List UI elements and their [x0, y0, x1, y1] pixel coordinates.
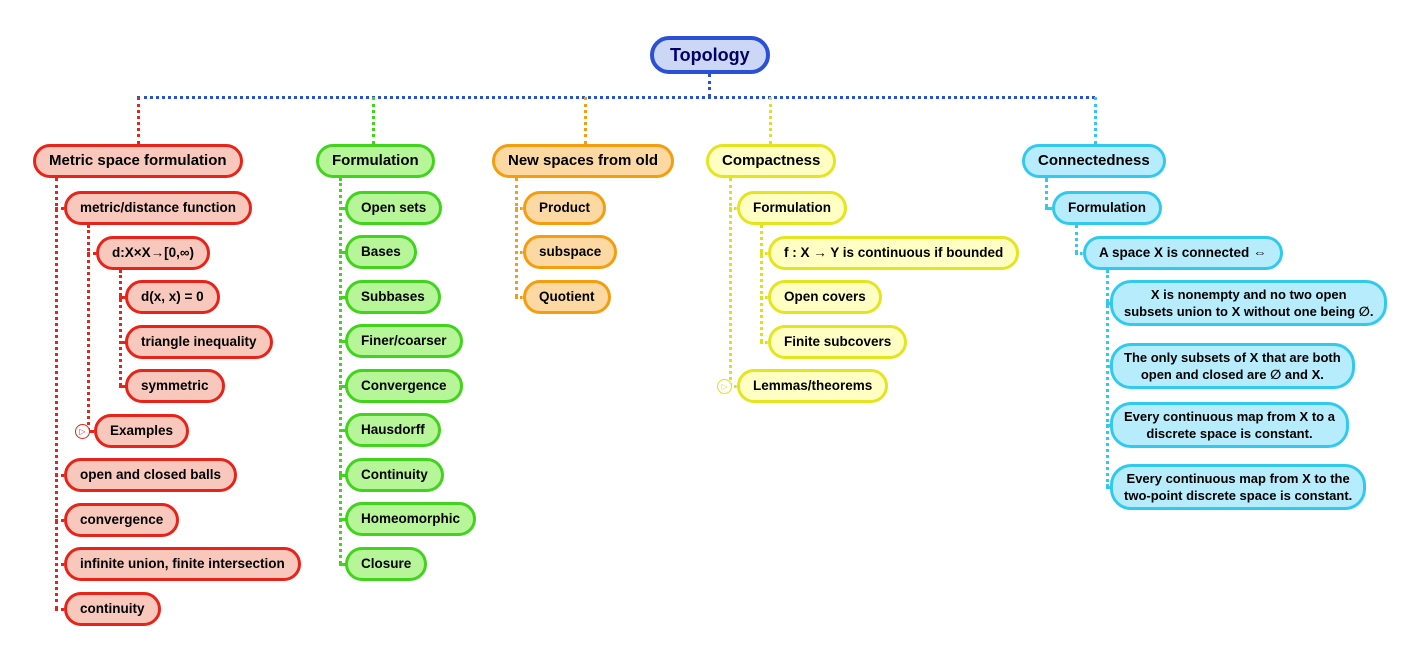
connector [55, 563, 64, 566]
node-convergence[interactable]: Convergence [345, 369, 463, 403]
node-subbases[interactable]: Subbases [345, 280, 441, 314]
node-only-clopen-subsets[interactable]: The only subsets of X that are both open… [1110, 343, 1355, 389]
node-open-closed-balls[interactable]: open and closed balls [64, 458, 238, 492]
connector-branch-compactness [769, 97, 772, 144]
connector [55, 207, 64, 210]
connector [55, 178, 58, 609]
connector [515, 207, 523, 210]
connector [339, 474, 345, 477]
node-symmetric[interactable]: symmetric [125, 369, 225, 403]
connector [760, 225, 763, 342]
node-formulation[interactable]: Formulation [316, 144, 435, 178]
node-closure[interactable]: Closure [345, 547, 428, 581]
connector [515, 296, 523, 299]
node-hausdorff[interactable]: Hausdorff [345, 413, 441, 447]
connector [339, 340, 345, 343]
connector [1106, 302, 1112, 305]
node-lemmas-theorems[interactable]: Lemmas/theorems [737, 369, 889, 403]
connector [119, 385, 125, 388]
connector-root-stub [708, 74, 711, 97]
connector [87, 252, 96, 255]
connector [339, 178, 342, 564]
node-d-xx-zero[interactable]: d(x, x) = 0 [125, 280, 220, 314]
node-open-covers[interactable]: Open covers [768, 280, 882, 314]
node-quotient[interactable]: Quotient [523, 280, 611, 314]
connector [1106, 424, 1112, 427]
connector [339, 429, 345, 432]
node-convergence-metric[interactable]: convergence [64, 503, 180, 537]
node-map-two-point-constant[interactable]: Every continuous map from X to the two-p… [1110, 464, 1367, 510]
node-continuous-if-bounded[interactable]: f : X → Y is continuous if bounded [768, 236, 1020, 270]
connector [339, 518, 345, 521]
connector [339, 385, 345, 388]
collapse-toggle-icon[interactable]: ▷ [75, 424, 90, 439]
node-examples[interactable]: Examples [94, 414, 190, 448]
node-map-discrete-constant[interactable]: Every continuous map from X to a discret… [1110, 402, 1349, 448]
connector-branch-new-spaces [584, 97, 587, 144]
connector [339, 563, 345, 566]
node-space-connected-iff[interactable]: A space X is connected ⇔ [1083, 236, 1283, 270]
connector [87, 430, 94, 433]
connector [119, 270, 122, 386]
node-metric-space-formulation[interactable]: Metric space formulation [33, 144, 243, 178]
connector [339, 296, 345, 299]
connector [760, 252, 768, 255]
collapse-toggle-icon[interactable]: ▷ [717, 379, 732, 394]
connector [87, 225, 90, 431]
connector [339, 207, 345, 210]
node-finer-coarser[interactable]: Finer/coarser [345, 324, 463, 358]
connector [1106, 486, 1112, 489]
node-topology-root[interactable]: Topology [650, 36, 770, 74]
connector-spine [137, 96, 1095, 99]
connector-branch-formulation [372, 97, 375, 144]
connector [760, 341, 768, 344]
connector [760, 296, 768, 299]
connector-branch-metric [137, 97, 140, 144]
node-connectedness[interactable]: Connectedness [1022, 144, 1166, 178]
connector [515, 251, 523, 254]
node-homeomorphic[interactable]: Homeomorphic [345, 502, 477, 536]
node-new-spaces-from-old[interactable]: New spaces from old [492, 144, 675, 178]
node-distance-map[interactable]: d:X×X→[0,∞) [96, 236, 211, 270]
connector [119, 341, 125, 344]
connector-branch-connectedness [1094, 97, 1097, 144]
node-triangle-inequality[interactable]: triangle inequality [125, 325, 273, 359]
connector [119, 296, 125, 299]
node-compactness-formulation[interactable]: Formulation [737, 191, 847, 225]
connector [55, 608, 64, 611]
node-compactness[interactable]: Compactness [706, 144, 837, 178]
node-finite-subcovers[interactable]: Finite subcovers [768, 325, 908, 359]
connector [55, 519, 64, 522]
connector [1106, 365, 1112, 368]
connector [1045, 178, 1048, 208]
connector [729, 178, 732, 386]
node-subspace[interactable]: subspace [523, 235, 618, 269]
node-connectedness-formulation[interactable]: Formulation [1052, 191, 1162, 225]
connector [55, 474, 64, 477]
connector [1106, 270, 1109, 487]
connector [729, 385, 737, 388]
node-union-intersection[interactable]: infinite union, finite intersection [64, 547, 301, 581]
connector [339, 251, 345, 254]
connector [729, 207, 737, 210]
node-bases[interactable]: Bases [345, 235, 417, 269]
connector [1075, 225, 1078, 253]
connector [515, 178, 518, 297]
node-product[interactable]: Product [523, 191, 607, 225]
node-continuity[interactable]: Continuity [345, 458, 444, 492]
node-continuity-metric[interactable]: continuity [64, 592, 161, 626]
node-open-sets[interactable]: Open sets [345, 191, 443, 225]
node-nonempty-no-two-open[interactable]: X is nonempty and no two open subsets un… [1110, 280, 1388, 326]
connector [1075, 252, 1083, 255]
connector [1045, 207, 1052, 210]
node-metric-distance-function[interactable]: metric/distance function [64, 191, 253, 225]
